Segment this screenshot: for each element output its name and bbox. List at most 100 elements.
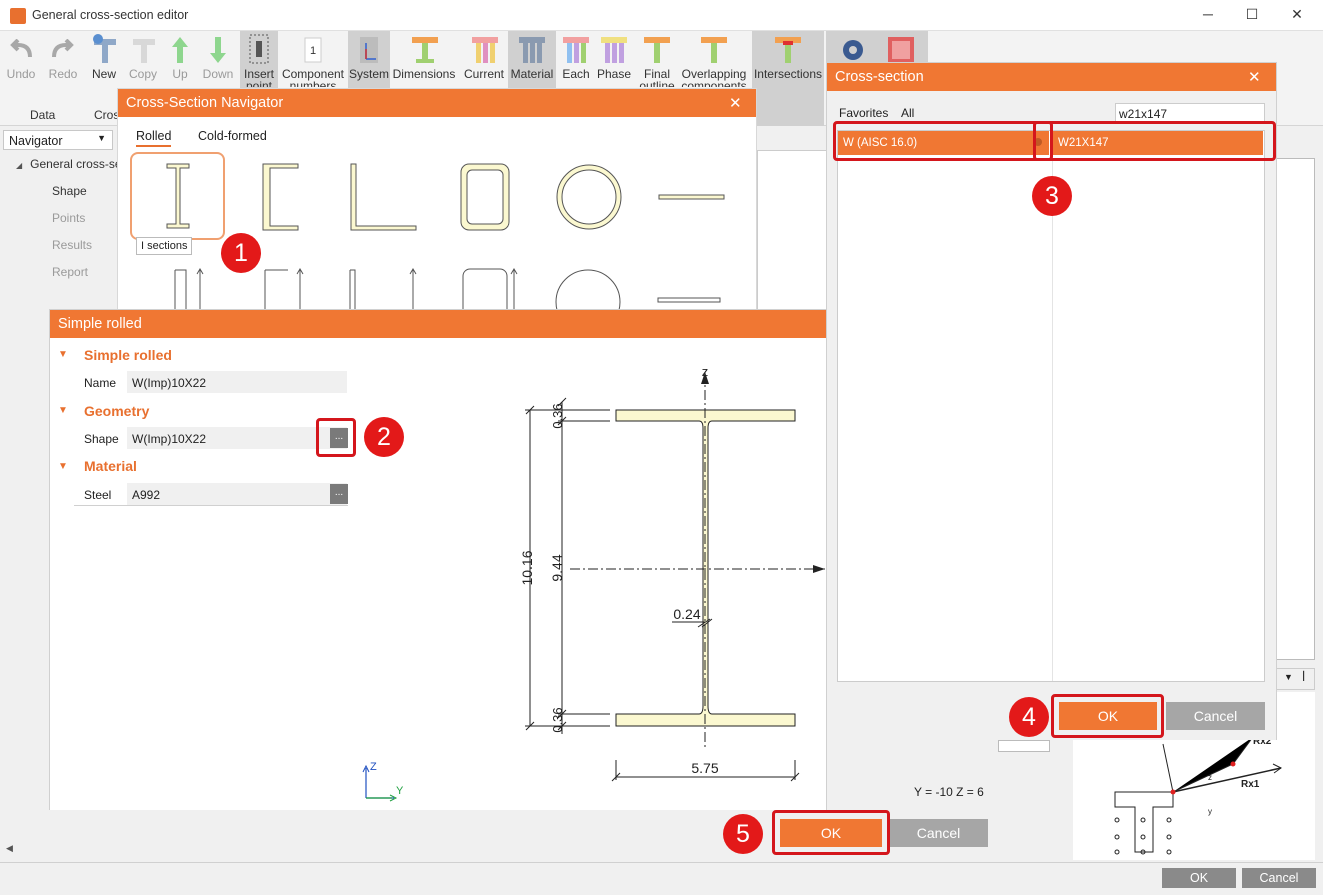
flange-top-label: 0.36 bbox=[550, 403, 565, 428]
mesh-icon[interactable] bbox=[886, 35, 916, 65]
navigator-dialog-header: Cross-Section Navigator ✕ bbox=[118, 89, 756, 117]
simple-rolled-ok-button[interactable]: OK bbox=[780, 819, 882, 847]
copy-button[interactable]: Copy bbox=[124, 31, 162, 126]
tree-root[interactable]: ◢General cross-se bbox=[16, 157, 122, 171]
rx1-label: Rx1 bbox=[1241, 779, 1260, 790]
axis-y-label: Y bbox=[396, 785, 404, 797]
tree-item-report[interactable]: Report bbox=[52, 265, 89, 279]
tree-item-shape[interactable]: Shape bbox=[52, 184, 87, 198]
shape-field[interactable]: W(Imp)10X22 bbox=[127, 427, 347, 449]
pin-icon[interactable]: ꟾ bbox=[1302, 672, 1306, 684]
list-divider bbox=[1052, 161, 1053, 681]
down-button[interactable]: Down bbox=[200, 31, 236, 126]
navigator-combo[interactable]: Navigator ▼ bbox=[3, 130, 113, 150]
cross-section-navigator-dialog: Cross-Section Navigator ✕ Rolled Cold-fo… bbox=[117, 88, 757, 319]
section-shapes-row bbox=[262, 163, 725, 231]
callout-5: 5 bbox=[723, 814, 763, 854]
main-ok-button[interactable]: OK bbox=[1162, 868, 1236, 888]
final-outline-icon bbox=[644, 37, 670, 63]
cursor-coordinates: Y = -10 Z = 6 bbox=[914, 785, 984, 799]
settings-group bbox=[826, 31, 928, 67]
highlight-section-row bbox=[1033, 121, 1276, 161]
collapse-icon[interactable]: ▼ bbox=[58, 405, 68, 416]
new-button[interactable]: New bbox=[86, 31, 122, 126]
undo-icon bbox=[10, 39, 32, 58]
callout-2: 2 bbox=[364, 417, 404, 457]
chevron-down-icon[interactable]: ▼ bbox=[1284, 672, 1293, 682]
overlapping-icon bbox=[701, 37, 727, 63]
copy-icon bbox=[133, 39, 155, 63]
cs-cancel-button[interactable]: Cancel bbox=[1166, 702, 1265, 730]
cs-ok-button[interactable]: OK bbox=[1059, 702, 1157, 730]
phase-icon bbox=[601, 37, 627, 63]
shape-label: Shape bbox=[84, 432, 119, 446]
chevron-down-icon: ▼ bbox=[97, 133, 106, 143]
tab-rolled[interactable]: Rolled bbox=[136, 129, 172, 147]
up-button[interactable]: Up bbox=[164, 31, 196, 126]
dimensions-button[interactable]: Dimensions bbox=[392, 31, 456, 126]
close-icon[interactable]: ✕ bbox=[729, 95, 742, 112]
name-field[interactable]: W(Imp)10X22 bbox=[127, 371, 347, 393]
overlapping-components-button[interactable]: Overlapping components bbox=[680, 31, 748, 126]
maximize-button[interactable]: ☐ bbox=[1245, 6, 1259, 22]
highlight-shape-button bbox=[316, 418, 356, 457]
current-button[interactable]: Current bbox=[462, 31, 506, 126]
axis-z-label: Z bbox=[370, 761, 377, 773]
close-icon[interactable]: ✕ bbox=[1248, 69, 1261, 86]
gear-icon[interactable] bbox=[838, 35, 868, 65]
svg-text:1: 1 bbox=[310, 45, 316, 57]
flange-bottom-label: 0.36 bbox=[550, 707, 565, 732]
rx2-label: Rx2 bbox=[1253, 736, 1272, 747]
shape-browse-button[interactable]: ... bbox=[330, 428, 348, 448]
web-thickness-label: 0.24 bbox=[673, 606, 700, 622]
i-section-tile[interactable] bbox=[130, 152, 225, 240]
reaction-diagram: Rx2 Rx1 z y bbox=[1114, 736, 1282, 855]
main-cancel-button[interactable]: Cancel bbox=[1242, 868, 1316, 888]
collapse-icon[interactable]: ▼ bbox=[58, 349, 68, 360]
coordinate-system-icon bbox=[360, 37, 378, 63]
section-cell[interactable]: W21X147 bbox=[1053, 131, 1263, 155]
highlight-sr-ok bbox=[772, 810, 890, 855]
intersections-icon bbox=[775, 37, 801, 63]
tree-item-results[interactable]: Results bbox=[52, 238, 93, 252]
highlight-family-row bbox=[833, 121, 1053, 161]
highlight-cs-ok bbox=[1051, 694, 1164, 738]
section-simple-rolled: Simple rolled bbox=[84, 347, 172, 363]
each-button[interactable]: Each bbox=[558, 31, 594, 126]
steel-browse-button[interactable]: ... bbox=[330, 484, 348, 504]
each-icon bbox=[563, 37, 589, 63]
minimize-button[interactable]: ─ bbox=[1203, 6, 1213, 22]
close-button[interactable]: ✕ bbox=[1291, 6, 1303, 22]
phase-button[interactable]: Phase bbox=[594, 31, 634, 126]
intersections-button[interactable]: Intersections bbox=[752, 31, 824, 126]
undo-button[interactable]: Undo bbox=[2, 31, 40, 126]
new-section-icon bbox=[93, 34, 116, 63]
search-input[interactable]: w21x147 bbox=[1115, 103, 1265, 123]
favorites-tab[interactable]: Favorites bbox=[839, 106, 889, 120]
component-numbers-button[interactable]: 1 Component numbers bbox=[280, 31, 346, 126]
divider bbox=[74, 505, 348, 506]
all-tab[interactable]: All bbox=[901, 106, 915, 120]
family-cell[interactable]: W (AISC 16.0) bbox=[838, 131, 1049, 155]
z-label: z bbox=[1208, 773, 1212, 782]
simple-rolled-cancel-button[interactable]: Cancel bbox=[889, 819, 988, 847]
table-stub bbox=[998, 740, 1050, 752]
window-title: General cross-section editor bbox=[32, 8, 189, 22]
family-indicator-icon bbox=[1034, 138, 1042, 146]
final-outline-button[interactable]: Final outline bbox=[638, 31, 676, 126]
angle-section-icon bbox=[350, 163, 417, 231]
redo-icon bbox=[52, 39, 74, 58]
scroll-left-icon[interactable]: ◀ bbox=[6, 843, 13, 853]
i-section-drawing: z 10.16 9.44 0.36 0.36 0.24 5.75 bbox=[519, 364, 825, 782]
steel-field[interactable]: A992 bbox=[127, 483, 347, 505]
dimensions-icon bbox=[412, 37, 438, 63]
height-label: 10.16 bbox=[519, 550, 535, 585]
insert-point-icon bbox=[249, 34, 269, 64]
collapse-icon[interactable]: ▼ bbox=[58, 461, 68, 472]
group-cross-label: Cros bbox=[94, 108, 120, 122]
tab-cold-formed[interactable]: Cold-formed bbox=[198, 129, 267, 143]
redo-button[interactable]: Redo bbox=[44, 31, 82, 126]
tree-item-points[interactable]: Points bbox=[52, 211, 86, 225]
channel-section-icon bbox=[262, 163, 299, 231]
axis-triad: Z Y bbox=[362, 761, 404, 802]
